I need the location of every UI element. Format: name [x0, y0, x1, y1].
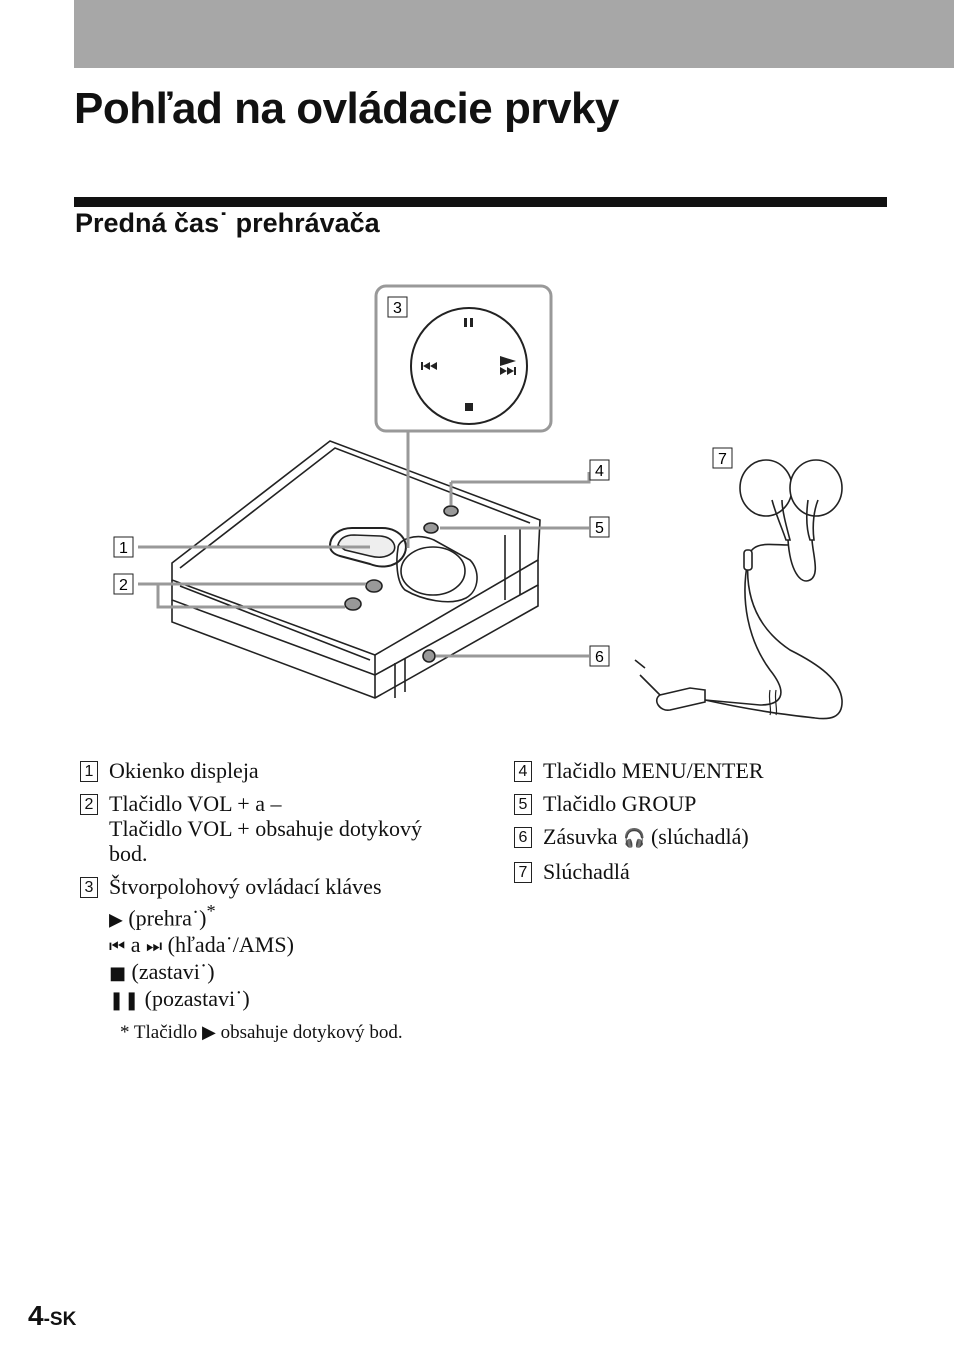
legend-number: 6 [514, 827, 532, 848]
page-title: Pohľad na ovládacie prvky [74, 84, 619, 133]
legend-text: Okienko displeja [109, 758, 259, 783]
legend-text: Zásuvka 🎧 (slúchadlá) [543, 824, 749, 849]
legend-number: 4 [514, 761, 532, 782]
control-pad-closeup [410, 307, 528, 425]
callout-4: 4 [589, 459, 610, 481]
footnote: * Tlačidlo ▶ obsahuje dotykový bod. [120, 1022, 403, 1044]
pause-icon: ❚❚ [109, 990, 140, 1012]
previous-icon: ⏮ [109, 936, 126, 958]
footnote-mark: * [120, 1022, 130, 1044]
section-title: Predná čas˙ prehrávača [75, 208, 380, 238]
legend-text: Tlačidlo VOL + obsahuje dotykový [109, 816, 423, 841]
legend-text: Slúchadlá [543, 859, 630, 884]
legend-text: Tlačidlo GROUP [543, 791, 697, 816]
legend-text: Tlačidlo MENU/ENTER [543, 758, 764, 783]
legend-right-column: 4 Tlačidlo MENU/ENTER 5 Tlačidlo GROUP 6… [514, 758, 894, 892]
svg-text:1: 1 [119, 540, 128, 557]
player-body [171, 440, 541, 699]
legend-item-4: 4 Tlačidlo MENU/ENTER [514, 758, 894, 783]
callout-5: 5 [589, 516, 610, 538]
callout-lines [138, 284, 591, 658]
svg-text:5: 5 [595, 520, 604, 537]
next-icon: ⏭ [145, 936, 163, 958]
play-icon: ▶ [109, 909, 123, 931]
legend-item-3: 3 Štvorpolohový ovládací kláves ▶ (prehr… [80, 874, 480, 1013]
legend-left-column: 1 Okienko displeja 2 Tlačidlo VOL + a – … [80, 758, 480, 1045]
legend-number: 1 [80, 761, 98, 782]
headphones-icon: 🎧 [623, 828, 646, 849]
legend-text: bod. [109, 841, 148, 866]
svg-text:3: 3 [393, 300, 402, 317]
legend-number: 5 [514, 794, 532, 815]
callout-2: 2 [113, 573, 134, 595]
page-number: 4-SK [28, 1300, 77, 1331]
callout-7: 7 [712, 447, 733, 469]
svg-text:7: 7 [718, 451, 727, 468]
legend-item-5: 5 Tlačidlo GROUP [514, 791, 894, 816]
callout-1: 1 [113, 536, 134, 558]
legend-text: Tlačidlo VOL + a – [109, 791, 282, 816]
display-window-graphic [328, 527, 407, 568]
earphones-graphic [634, 459, 843, 720]
header-band [74, 0, 954, 68]
svg-text:6: 6 [595, 649, 604, 666]
stop-line: ■ (zastavi˙) [109, 959, 215, 985]
legend-number: 3 [80, 877, 98, 898]
play-line: ▶ (prehra˙)* [109, 901, 216, 931]
section-rule [74, 197, 887, 207]
callout-3: 3 [387, 296, 408, 318]
callout-6: 6 [589, 645, 610, 667]
legend-number: 7 [514, 862, 532, 883]
legend-item-7: 7 Slúchadlá [514, 859, 894, 884]
svg-text:2: 2 [119, 577, 128, 594]
legend-item-2: 2 Tlačidlo VOL + a – Tlačidlo VOL + obsa… [80, 791, 480, 866]
legend-number: 2 [80, 794, 98, 815]
stop-icon: ■ [109, 963, 127, 985]
seek-line: ⏮ a ⏭ (hľada˙/AMS) [109, 932, 294, 958]
svg-text:4: 4 [595, 463, 604, 480]
legend-item-1: 1 Okienko displeja [80, 758, 480, 783]
player-illustration: 1 2 3 4 5 6 7 [113, 284, 843, 720]
play-icon: ▶ [201, 1022, 216, 1044]
legend-item-6: 6 Zásuvka 🎧 (slúchadlá) [514, 824, 894, 851]
legend-text: Štvorpolohový ovládací kláves [109, 874, 382, 899]
pause-line: ❚❚ (pozastavi˙) [109, 986, 250, 1012]
